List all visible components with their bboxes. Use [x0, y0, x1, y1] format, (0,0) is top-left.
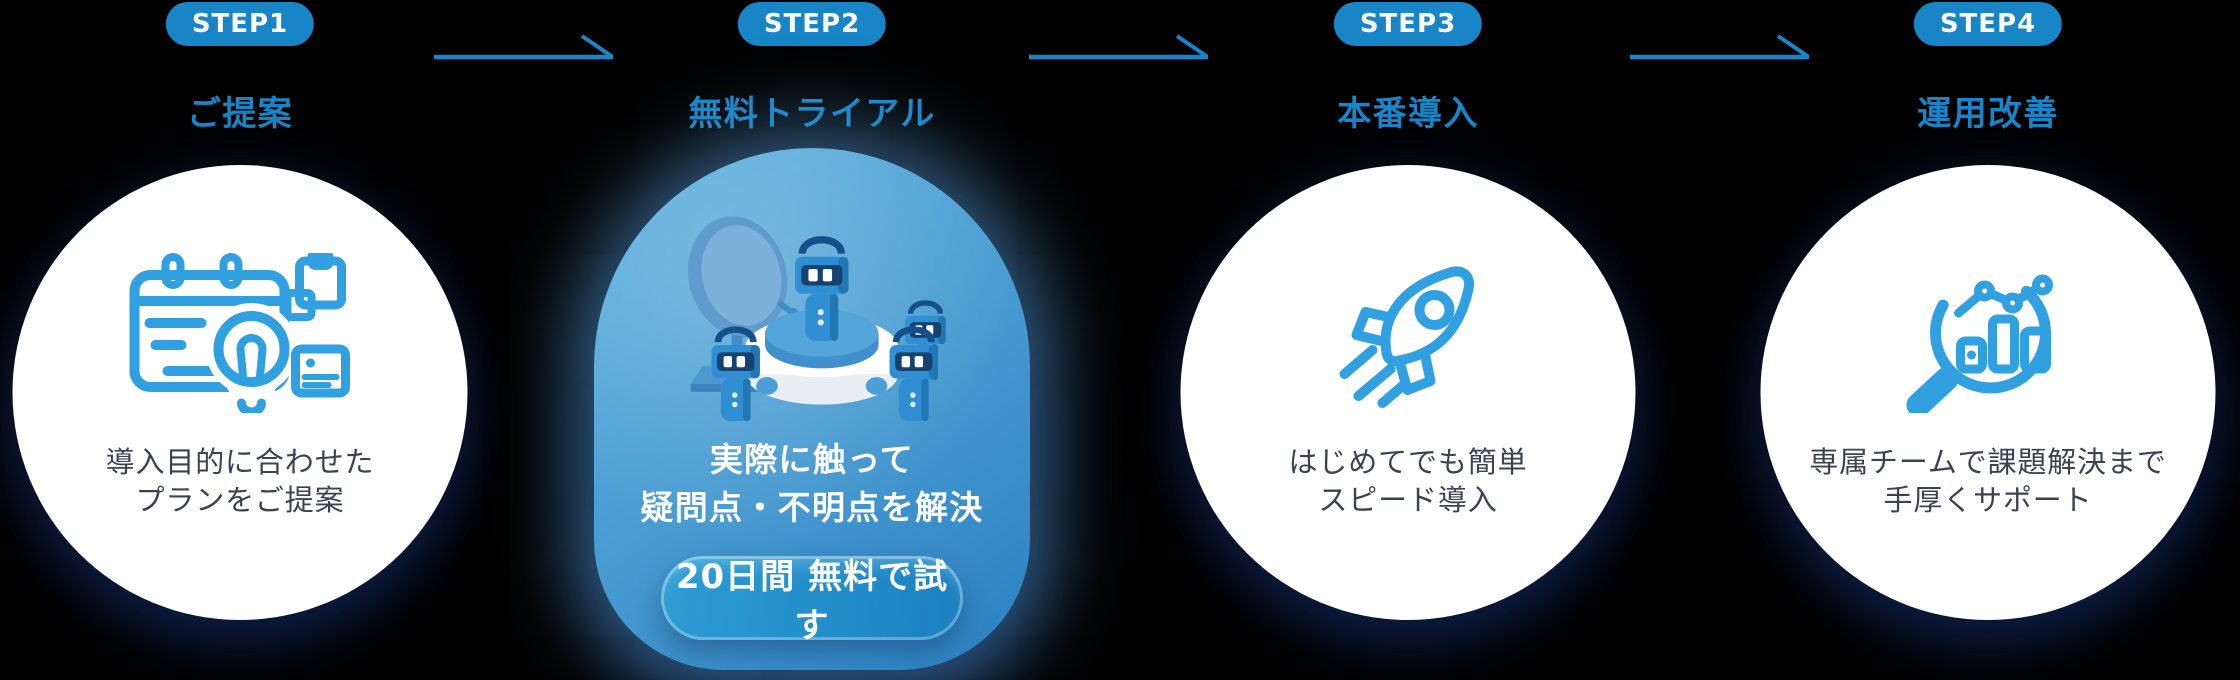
step3-description-line2: スピード導入: [1318, 483, 1498, 517]
step2-description: 実際に触って 疑問点・不明点を解決: [594, 436, 1030, 532]
step2-card: 実際に触って 疑問点・不明点を解決 20日間 無料で試す: [594, 148, 1030, 670]
step-column-3: STEP3 本番導入 はじめてでも簡単 スピード導入: [1168, 0, 1648, 680]
step1-title: ご提案: [186, 94, 294, 134]
step1-description-line2: プランをご提案: [135, 483, 345, 517]
step4-badge: STEP4: [1913, 2, 2063, 46]
step-arrow-icon: [434, 34, 614, 60]
step-column-2: STEP2 無料トライアル: [572, 0, 1052, 680]
step3-badge: STEP3: [1333, 2, 1483, 46]
step2-badge: STEP2: [737, 2, 887, 46]
step-column-4: STEP4 運用改善 専属チームで課題解決まで: [1748, 0, 2228, 680]
step2-description-line2: 疑問点・不明点を解決: [640, 488, 984, 527]
robots-satellite-illustration: [626, 204, 998, 433]
free-trial-button[interactable]: 20日間 無料で試す: [661, 556, 963, 646]
step2-title: 無料トライアル: [688, 94, 936, 134]
step-arrow-icon: [1630, 34, 1810, 60]
rocket-icon: [1181, 253, 1636, 413]
step1-description: 導入目的に合わせた プランをご提案: [13, 443, 468, 519]
step-column-1: STEP1 ご提案: [0, 0, 480, 680]
step-arrow-icon: [1029, 34, 1209, 60]
step4-description-line1: 専属チームで課題解決まで: [1809, 445, 2167, 479]
step4-description: 専属チームで課題解決まで 手厚くサポート: [1761, 443, 2216, 519]
calendar-lightbulb-icon: [13, 253, 468, 413]
step3-card: はじめてでも簡単 スピード導入: [1180, 165, 1636, 620]
step1-card: 導入目的に合わせた プランをご提案: [12, 165, 468, 620]
step1-badge: STEP1: [165, 2, 315, 46]
step4-description-line2: 手厚くサポート: [1883, 483, 2093, 517]
step3-description-line1: はじめてでも簡単: [1288, 445, 1528, 479]
step3-description: はじめてでも簡単 スピード導入: [1181, 443, 1636, 519]
step3-title: 本番導入: [1337, 94, 1479, 134]
step2-description-line1: 実際に触って: [709, 440, 915, 479]
magnifier-chart-icon: [1761, 253, 2216, 413]
step4-card: 専属チームで課題解決まで 手厚くサポート: [1760, 165, 2216, 620]
step4-title: 運用改善: [1917, 94, 2059, 134]
step1-description-line1: 導入目的に合わせた: [105, 445, 375, 479]
